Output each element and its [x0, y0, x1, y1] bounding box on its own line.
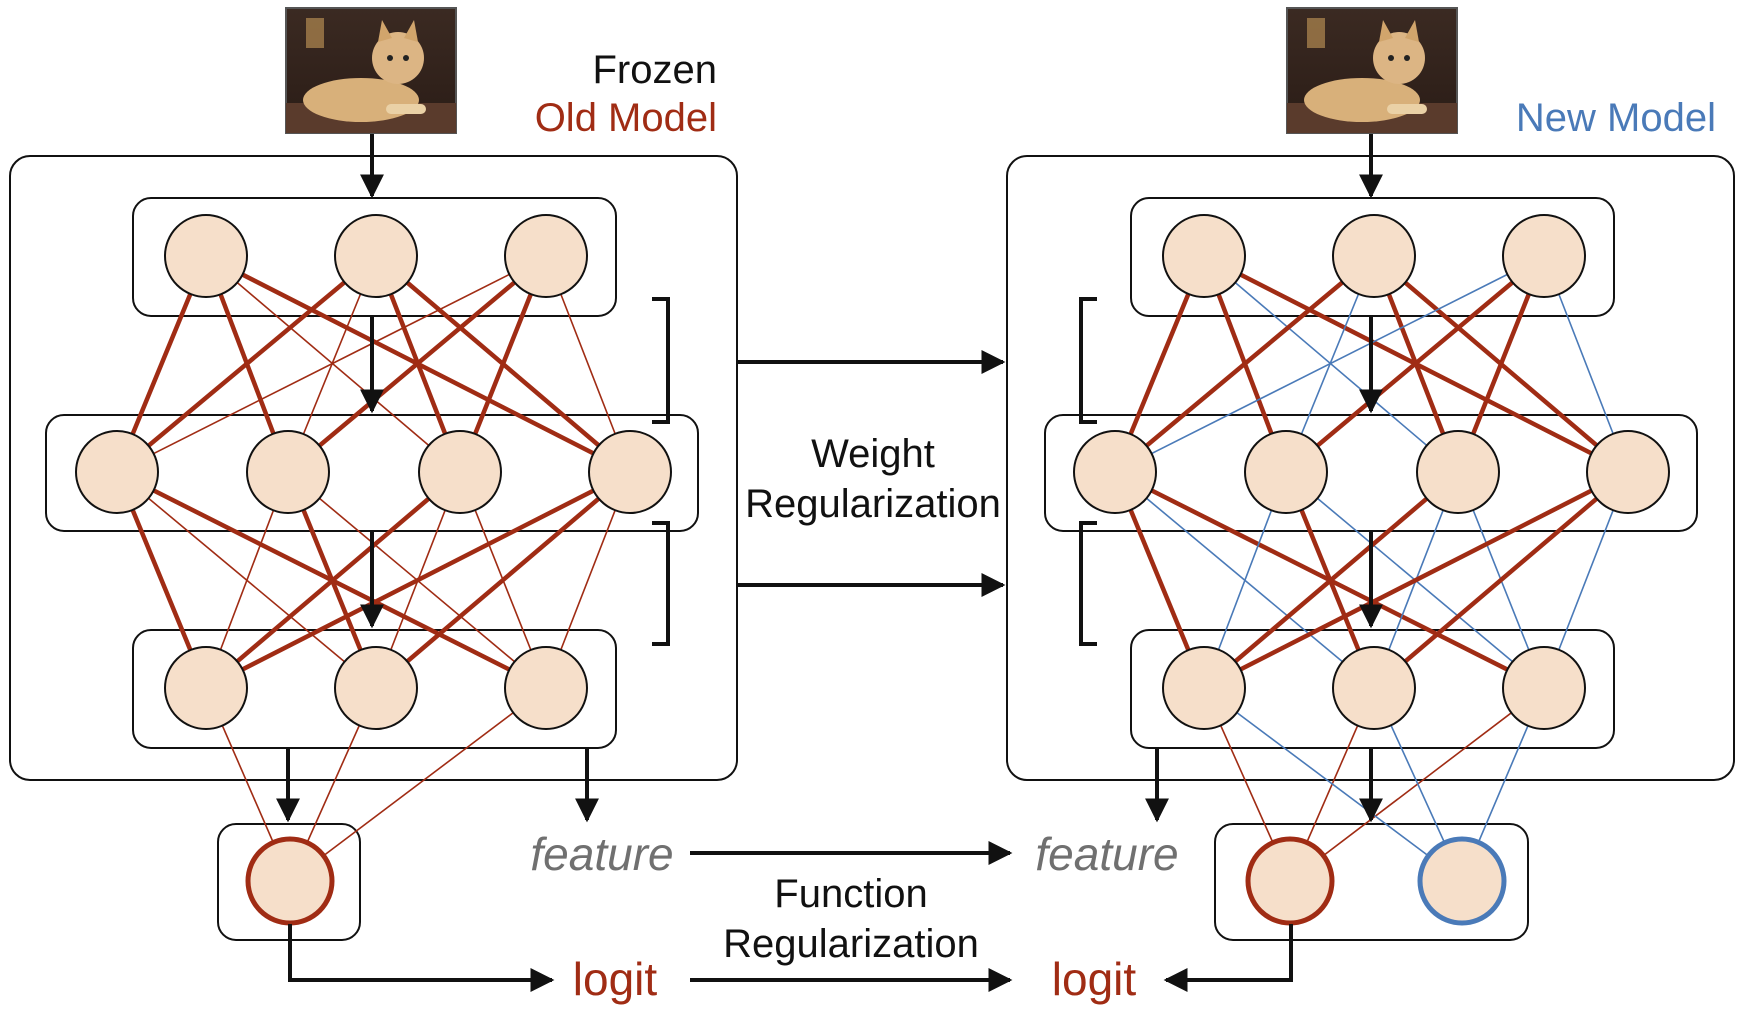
new-l3-output-new-edge	[1203, 687, 1463, 882]
new-l3-output-old-edge	[1289, 687, 1545, 882]
old-neuron-l1	[504, 214, 588, 298]
new-neuron-l2	[1416, 430, 1500, 514]
old-model-input-image	[285, 7, 457, 134]
new-model-input-image	[1286, 7, 1458, 134]
old-model-frozen-label: Frozen	[593, 48, 718, 92]
new-neuron-l3	[1502, 646, 1586, 730]
weight-reg-label-line1: Weight	[811, 432, 935, 476]
old-feature-label: feature	[530, 828, 673, 880]
old-neuron-l2	[418, 430, 502, 514]
new-feature-label: feature	[1035, 828, 1178, 880]
old-neuron-l2	[588, 430, 672, 514]
old-layer3-box	[132, 629, 617, 749]
new-neuron-l1	[1502, 214, 1586, 298]
old-output-neuron	[245, 836, 335, 926]
old-l2-l3-edge-strong	[204, 469, 632, 691]
new-l2-l3-edge-strong	[1202, 469, 1630, 691]
old-l1-l2-edge-strong	[286, 254, 548, 474]
old-neuron-l3	[334, 646, 418, 730]
old-l1-l2-edge-strong	[115, 254, 378, 474]
weight-brackets	[652, 297, 1097, 646]
old-l3-output-edge	[289, 687, 547, 882]
new-neuron-l3	[1162, 646, 1246, 730]
old-bracket-lower	[652, 521, 670, 646]
function-reg-label-line2: Regularization	[723, 922, 979, 966]
new-neuron-l3	[1332, 646, 1416, 730]
old-l2-l3-edge-strong	[374, 470, 632, 690]
old-neuron-l2	[246, 430, 330, 514]
network-connections	[114, 253, 1630, 882]
function-reg-label-line1: Function	[774, 872, 927, 916]
weight-reg-label-line2: Regularization	[745, 482, 1001, 526]
old-logit-label: logit	[573, 953, 658, 1005]
new-neuron-l2	[1244, 430, 1328, 514]
new-bracket-lower	[1079, 521, 1097, 646]
new-l1-l2-edge-strong	[1113, 254, 1376, 474]
old-l1-l2-edge-weak	[116, 255, 547, 473]
new-output-box	[1214, 823, 1529, 941]
old-bracket-upper	[652, 297, 670, 424]
new-layer3-box	[1130, 629, 1615, 749]
new-l2-l3-edge-strong	[1202, 470, 1460, 690]
old-neuron-l1	[334, 214, 418, 298]
old-model-name-label: Old Model	[535, 96, 717, 140]
new-neuron-l2	[1073, 430, 1157, 514]
old-neuron-l3	[164, 646, 248, 730]
new-layer2-box	[1044, 414, 1698, 532]
new-output-neuron-new-class	[1417, 836, 1507, 926]
new-neuron-l1	[1162, 214, 1246, 298]
new-logit-arrow	[1163, 924, 1293, 992]
new-bracket-upper	[1079, 297, 1097, 424]
new-model-name-label: New Model	[1516, 96, 1716, 140]
old-l2-l3-edge-strong	[204, 470, 462, 690]
new-output-neuron-old-class	[1245, 836, 1335, 926]
old-neuron-l1	[164, 214, 248, 298]
new-logit-label: logit	[1052, 953, 1137, 1005]
new-neuron-l2	[1586, 430, 1670, 514]
network-neurons	[75, 214, 1670, 926]
new-l1-l2-edge-strong	[1284, 254, 1546, 474]
old-neuron-l3	[504, 646, 588, 730]
new-neuron-l1	[1332, 214, 1416, 298]
new-l2-l3-edge-strong	[1372, 470, 1630, 690]
old-logit-arrow	[288, 924, 555, 992]
old-neuron-l2	[75, 430, 159, 514]
new-l1-l2-edge-weak	[1114, 255, 1545, 473]
flow-arrows	[276, 134, 1383, 823]
old-layer2-box	[45, 414, 699, 532]
